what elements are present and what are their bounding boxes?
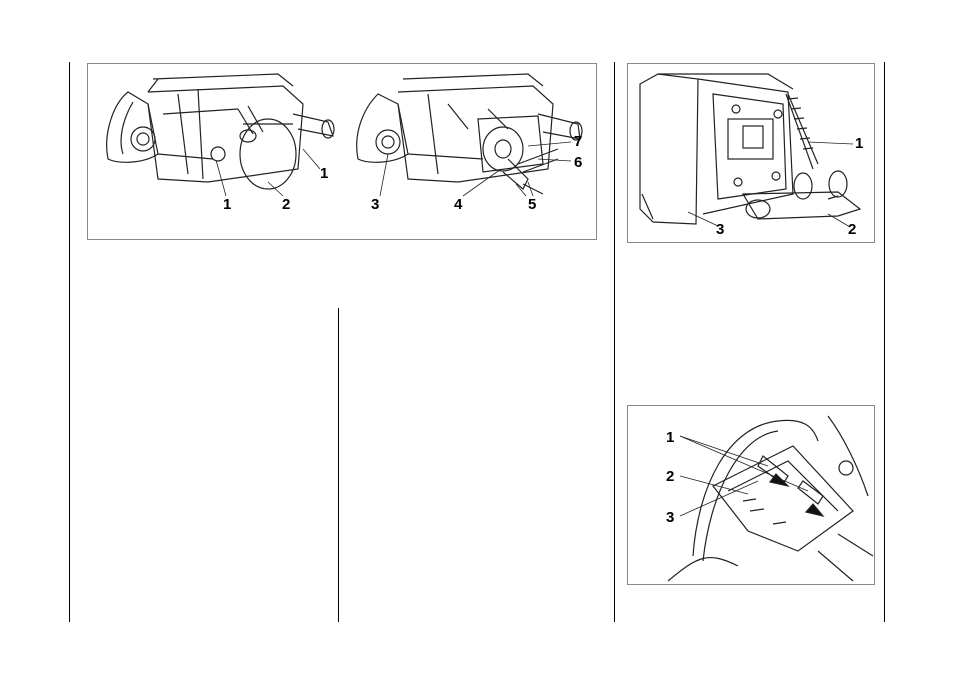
bulbholder-callout-3: 3: [666, 510, 674, 525]
bulbholder-figure: 1 2 3: [627, 405, 875, 585]
center-column-line: [338, 308, 339, 622]
taillight-illustration: [628, 64, 875, 243]
right-column-line: [614, 62, 615, 622]
right-margin-line: [884, 62, 885, 622]
taillight-callout-3: 3: [716, 222, 724, 237]
bulbholder-callout-2: 2: [666, 469, 674, 484]
headlight-callout-3: 3: [371, 197, 379, 212]
taillight-drawing: [640, 74, 860, 224]
taillight-leader-lines: [688, 142, 853, 227]
headlight-callout-6: 6: [574, 155, 582, 170]
headlight-right-drawing: [357, 74, 582, 194]
headlight-callout-1a: 1: [223, 197, 231, 212]
headlight-illustration: [88, 64, 597, 240]
headlight-left-drawing: [107, 74, 334, 189]
bulbholder-drawing: [668, 416, 873, 581]
headlight-callout-4: 4: [454, 197, 462, 212]
headlight-callout-7: 7: [574, 134, 582, 149]
taillight-callout-1: 1: [855, 136, 863, 151]
bulbholder-callout-1: 1: [666, 430, 674, 445]
left-margin-line: [69, 62, 70, 622]
taillight-figure: 1 2 3: [627, 63, 875, 243]
taillight-callout-2: 2: [848, 222, 856, 237]
headlight-figure: 1 2 1 3 4 5 6 7: [87, 63, 597, 240]
headlight-callout-1b: 1: [320, 166, 328, 181]
headlight-callout-2: 2: [282, 197, 290, 212]
headlight-callout-5: 5: [528, 197, 536, 212]
